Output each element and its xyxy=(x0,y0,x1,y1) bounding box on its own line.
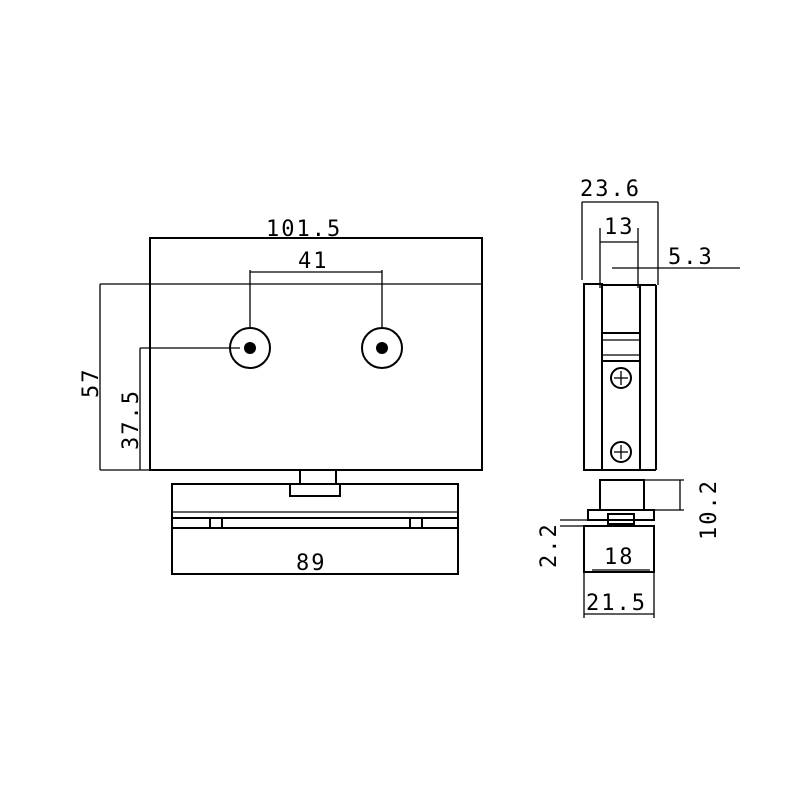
dim-hole-spacing: 41 xyxy=(298,249,329,274)
dim-offset: 5.3 xyxy=(668,245,714,270)
front-base xyxy=(171,483,459,575)
dim-gap: 2.2 xyxy=(537,522,562,568)
dim-clamp-width: 18 xyxy=(604,545,635,570)
dim-hole-height: 37.5 xyxy=(119,389,144,450)
dim-base-width: 89 xyxy=(296,551,327,576)
front-view: 101.5 41 57 37.5 89 xyxy=(79,217,483,576)
dim-overall-height: 57 xyxy=(79,368,104,399)
side-screw-bottom xyxy=(610,441,632,463)
side-view: 23.6 13 5.3 10.2 2.2 18 21.5 xyxy=(537,177,740,618)
side-screw-top xyxy=(610,367,632,389)
dim-body-width: 13 xyxy=(604,215,635,240)
dim-overall-depth: 23.6 xyxy=(580,177,641,202)
dim-base-height: 10.2 xyxy=(697,479,722,540)
dim-base-depth: 21.5 xyxy=(586,591,647,616)
dim-overall-width: 101.5 xyxy=(266,217,342,242)
screw-hole-right xyxy=(361,327,403,369)
